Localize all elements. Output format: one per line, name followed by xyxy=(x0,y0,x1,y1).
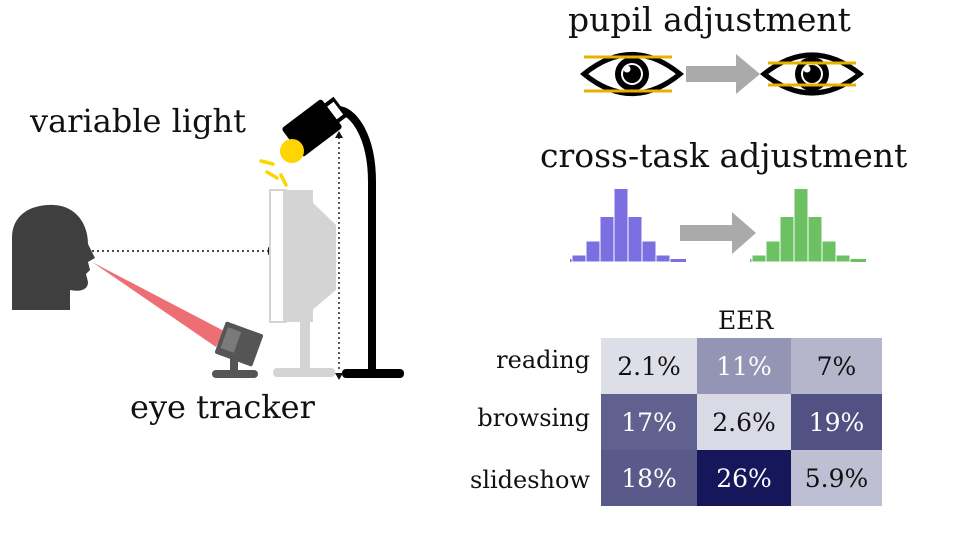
histogram-bar xyxy=(793,188,809,263)
lamp-arm xyxy=(337,106,376,373)
arrow-right-icon xyxy=(686,54,760,94)
eer-title: EER xyxy=(718,306,774,335)
eye-icon-after xyxy=(759,52,865,96)
histogram-bar xyxy=(641,240,657,263)
histogram-bar xyxy=(655,254,671,263)
histogram-bar xyxy=(765,240,781,263)
head-silhouette xyxy=(12,204,95,310)
row-label-reading: reading xyxy=(496,346,590,374)
distance-arrow-bottom xyxy=(335,373,343,380)
histogram-after xyxy=(750,188,866,263)
histogram-bar xyxy=(599,216,615,263)
arrow-right-icon xyxy=(680,212,756,254)
bulb xyxy=(280,139,304,163)
row-label-browsing: browsing xyxy=(477,404,590,432)
eer-cell: 26% xyxy=(697,450,791,506)
light-rays xyxy=(259,159,288,187)
variable-light-label: variable light xyxy=(30,102,247,140)
eer-cell: 19% xyxy=(791,394,882,450)
distance-arrow-top xyxy=(335,131,343,138)
tracker-beam xyxy=(92,262,224,347)
row-label-slideshow: slideshow xyxy=(470,466,590,494)
histogram-before xyxy=(570,188,686,263)
eye-tracker-device xyxy=(212,321,264,378)
eer-cell: 11% xyxy=(697,338,791,394)
histogram-bar xyxy=(627,216,643,263)
cross-task-adjustment-label: cross-task adjustment xyxy=(540,136,908,175)
histogram-bar xyxy=(807,216,823,263)
histogram-bar xyxy=(835,254,851,263)
histogram-bar xyxy=(571,254,587,263)
eer-cell: 2.1% xyxy=(601,338,697,394)
histogram-bar xyxy=(585,240,601,263)
pupil-adjustment-label: pupil adjustment xyxy=(568,0,851,39)
eye-tracker-label: eye tracker xyxy=(130,388,315,426)
monitor xyxy=(269,189,336,377)
eer-cell: 2.6% xyxy=(697,394,791,450)
eer-cell: 5.9% xyxy=(791,450,882,506)
eer-matrix: 2.1% 11% 7% 17% 2.6% 19% 18% 26% 5.9% xyxy=(601,338,882,506)
eye-icon-before xyxy=(580,52,684,96)
eer-cell: 18% xyxy=(601,450,697,506)
histogram-bar xyxy=(821,240,837,263)
histogram-bar xyxy=(779,216,795,263)
histogram-bar xyxy=(613,188,629,263)
eer-cell: 7% xyxy=(791,338,882,394)
eer-cell: 17% xyxy=(601,394,697,450)
lamp-base xyxy=(342,369,404,378)
histogram-bar xyxy=(751,254,767,263)
